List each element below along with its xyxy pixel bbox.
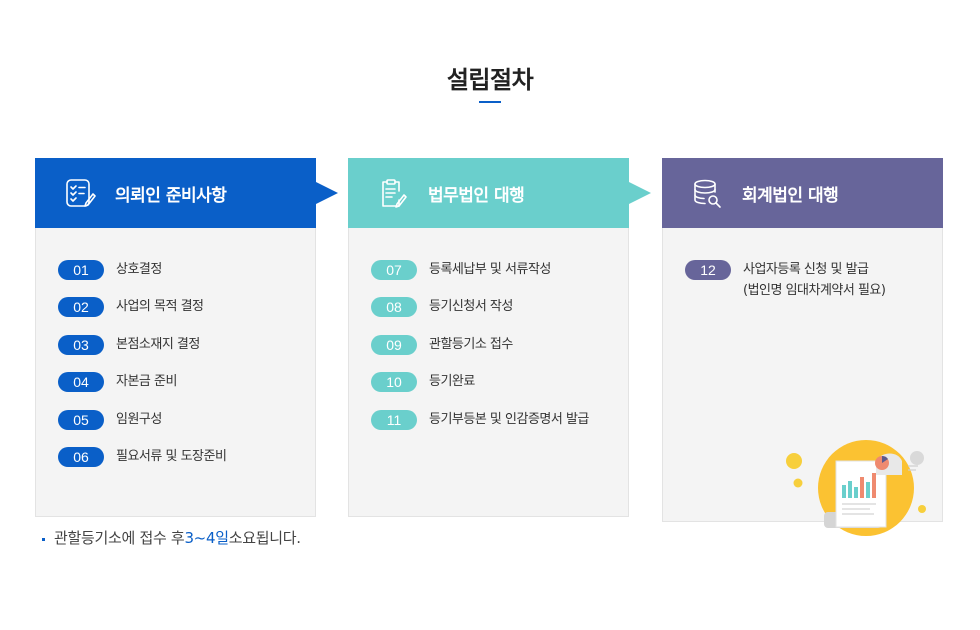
- step-item: 03 본점소재지 결정: [58, 334, 315, 372]
- step-number: 10: [371, 372, 417, 393]
- step-number: 06: [58, 446, 104, 467]
- step-number: 04: [58, 372, 104, 393]
- step-column-law-firm: 법무법인 대행 07 등록세납부 및 서류작성 08 등기신청서 작성 09 관할등기…: [348, 158, 651, 517]
- note-text-after: 소요됩니다.: [228, 529, 301, 547]
- step-label: 필요서류 및 도장준비: [116, 448, 227, 464]
- step-column-client: 의뢰인 준비사항 01 상호결정 02 사업의 목적 결정 03 본점소재지 결정 0…: [35, 158, 338, 517]
- step-number: 09: [371, 334, 417, 355]
- step-item: 05 임원구성: [58, 409, 315, 447]
- step-number: 05: [58, 409, 104, 430]
- step-number: 08: [371, 297, 417, 318]
- next-arrow: [629, 182, 651, 204]
- step-label: 상호결정: [116, 262, 162, 277]
- step-list: 07 등록세납부 및 서류작성 08 등기신청서 작성 09 관할등기소 접수 10 등…: [348, 228, 629, 517]
- step-label-group: 사업자등록 신청 및 발급 (법인명 임대차계약서 필요): [743, 260, 886, 301]
- step-sublabel: (법인명 임대차계약서 필요): [743, 283, 886, 298]
- column-header-label: 법무법인 대행: [428, 185, 525, 206]
- column-header: 법무법인 대행: [348, 158, 651, 228]
- step-label: 등록세납부 및 서류작성: [429, 262, 551, 277]
- checklist-pen-icon: [63, 176, 97, 210]
- step-item: 01 상호결정: [58, 260, 315, 297]
- step-item: 02 사업의 목적 결정: [58, 297, 315, 334]
- column-header-label: 의뢰인 준비사항: [115, 185, 227, 206]
- step-number: 12: [685, 260, 731, 280]
- step-item: 10 등기완료: [371, 372, 628, 409]
- step-item: 12 사업자등록 신청 및 발급 (법인명 임대차계약서 필요): [685, 260, 942, 298]
- step-label: 자본금 준비: [116, 374, 177, 390]
- step-number: 11: [371, 409, 417, 430]
- clipboard-pen-icon: [376, 176, 410, 210]
- step-label: 임원구성: [116, 411, 162, 427]
- title-underline: [479, 101, 501, 103]
- note-text-before: 관할등기소에 접수 후: [54, 529, 185, 547]
- next-arrow: [316, 182, 338, 204]
- step-label: 등기부등본 및 인감증명서 발급: [429, 411, 589, 427]
- step-item: 09 관할등기소 접수: [371, 334, 628, 372]
- step-label: 관할등기소 접수: [429, 336, 513, 352]
- step-label: 등기완료: [429, 374, 475, 390]
- step-label: 본점소재지 결정: [116, 336, 200, 352]
- step-label: 등기신청서 작성: [429, 299, 513, 315]
- step-item: 04 자본금 준비: [58, 372, 315, 409]
- report-chart-illustration: [780, 436, 940, 546]
- step-number: 01: [58, 260, 104, 280]
- step-item: 08 등기신청서 작성: [371, 297, 628, 334]
- step-item: 06 필요서류 및 도장준비: [58, 446, 315, 484]
- step-number: 03: [58, 334, 104, 355]
- step-list: 01 상호결정 02 사업의 목적 결정 03 본점소재지 결정 04 자본금 준비 0…: [35, 228, 316, 517]
- step-number: 07: [371, 260, 417, 280]
- step-item: 07 등록세납부 및 서류작성: [371, 260, 628, 297]
- page-title: 설립절차: [446, 66, 534, 94]
- column-header: 의뢰인 준비사항: [35, 158, 338, 228]
- step-label: 사업의 목적 결정: [116, 299, 204, 315]
- step-item: 11 등기부등본 및 인감증명서 발급: [371, 409, 628, 447]
- note-bullet: [42, 537, 45, 541]
- note-highlight: 3~4일: [184, 529, 229, 547]
- column-header-label: 회계법인 대행: [742, 185, 839, 206]
- column-header: 회계법인 대행: [662, 158, 943, 228]
- database-search-icon: [690, 176, 724, 210]
- step-label: 사업자등록 신청 및 발급: [743, 262, 869, 277]
- step-number: 02: [58, 297, 104, 318]
- duration-note: 관할등기소에 접수 후 3~4일 소요됩니다.: [42, 527, 301, 548]
